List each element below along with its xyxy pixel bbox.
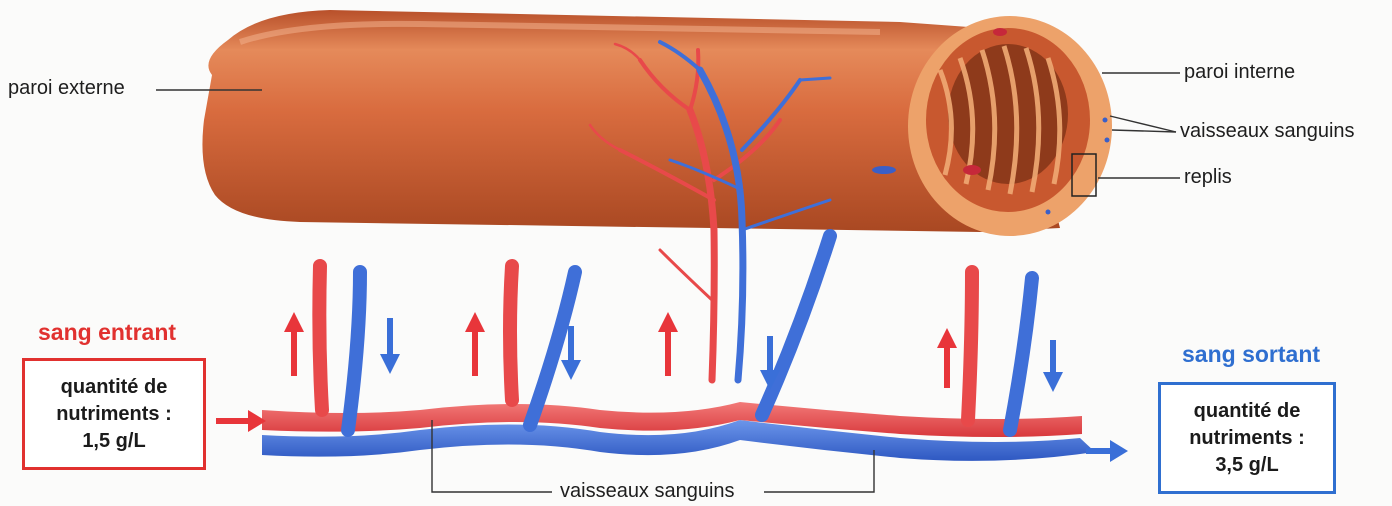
- arrow-up-icon: [937, 328, 957, 388]
- box-in-line2: nutriments :: [25, 401, 203, 428]
- arrow-up-icon: [284, 312, 304, 376]
- vaisseaux-sanguins-label-bottom: vaisseaux sanguins: [560, 480, 735, 503]
- paroi-interne-label: paroi interne: [1184, 61, 1295, 84]
- arrow-right-icon: [1086, 440, 1128, 462]
- sang-sortant-title: sang sortant: [1182, 341, 1320, 368]
- sang-entrant-title: sang entrant: [38, 319, 176, 346]
- sang-entrant-box: quantité de nutriments : 1,5 g/L: [22, 358, 206, 470]
- box-out-line2: nutriments :: [1161, 425, 1333, 452]
- box-out-line1: quantité de: [1161, 398, 1333, 425]
- paroi-externe-label: paroi externe: [8, 77, 125, 100]
- arrow-up-icon: [465, 312, 485, 376]
- box-out-value: 3,5 g/L: [1161, 452, 1333, 479]
- sang-sortant-box: quantité de nutriments : 3,5 g/L: [1158, 382, 1336, 494]
- arrow-right-icon: [216, 410, 266, 432]
- arrow-down-icon: [380, 318, 400, 374]
- replis-label: replis: [1184, 166, 1232, 189]
- box-in-line1: quantité de: [25, 374, 203, 401]
- box-in-value: 1,5 g/L: [25, 428, 203, 455]
- arrow-down-icon: [1043, 340, 1063, 392]
- arrow-up-icon: [658, 312, 678, 376]
- vaisseaux-sanguins-label-right: vaisseaux sanguins: [1180, 120, 1355, 143]
